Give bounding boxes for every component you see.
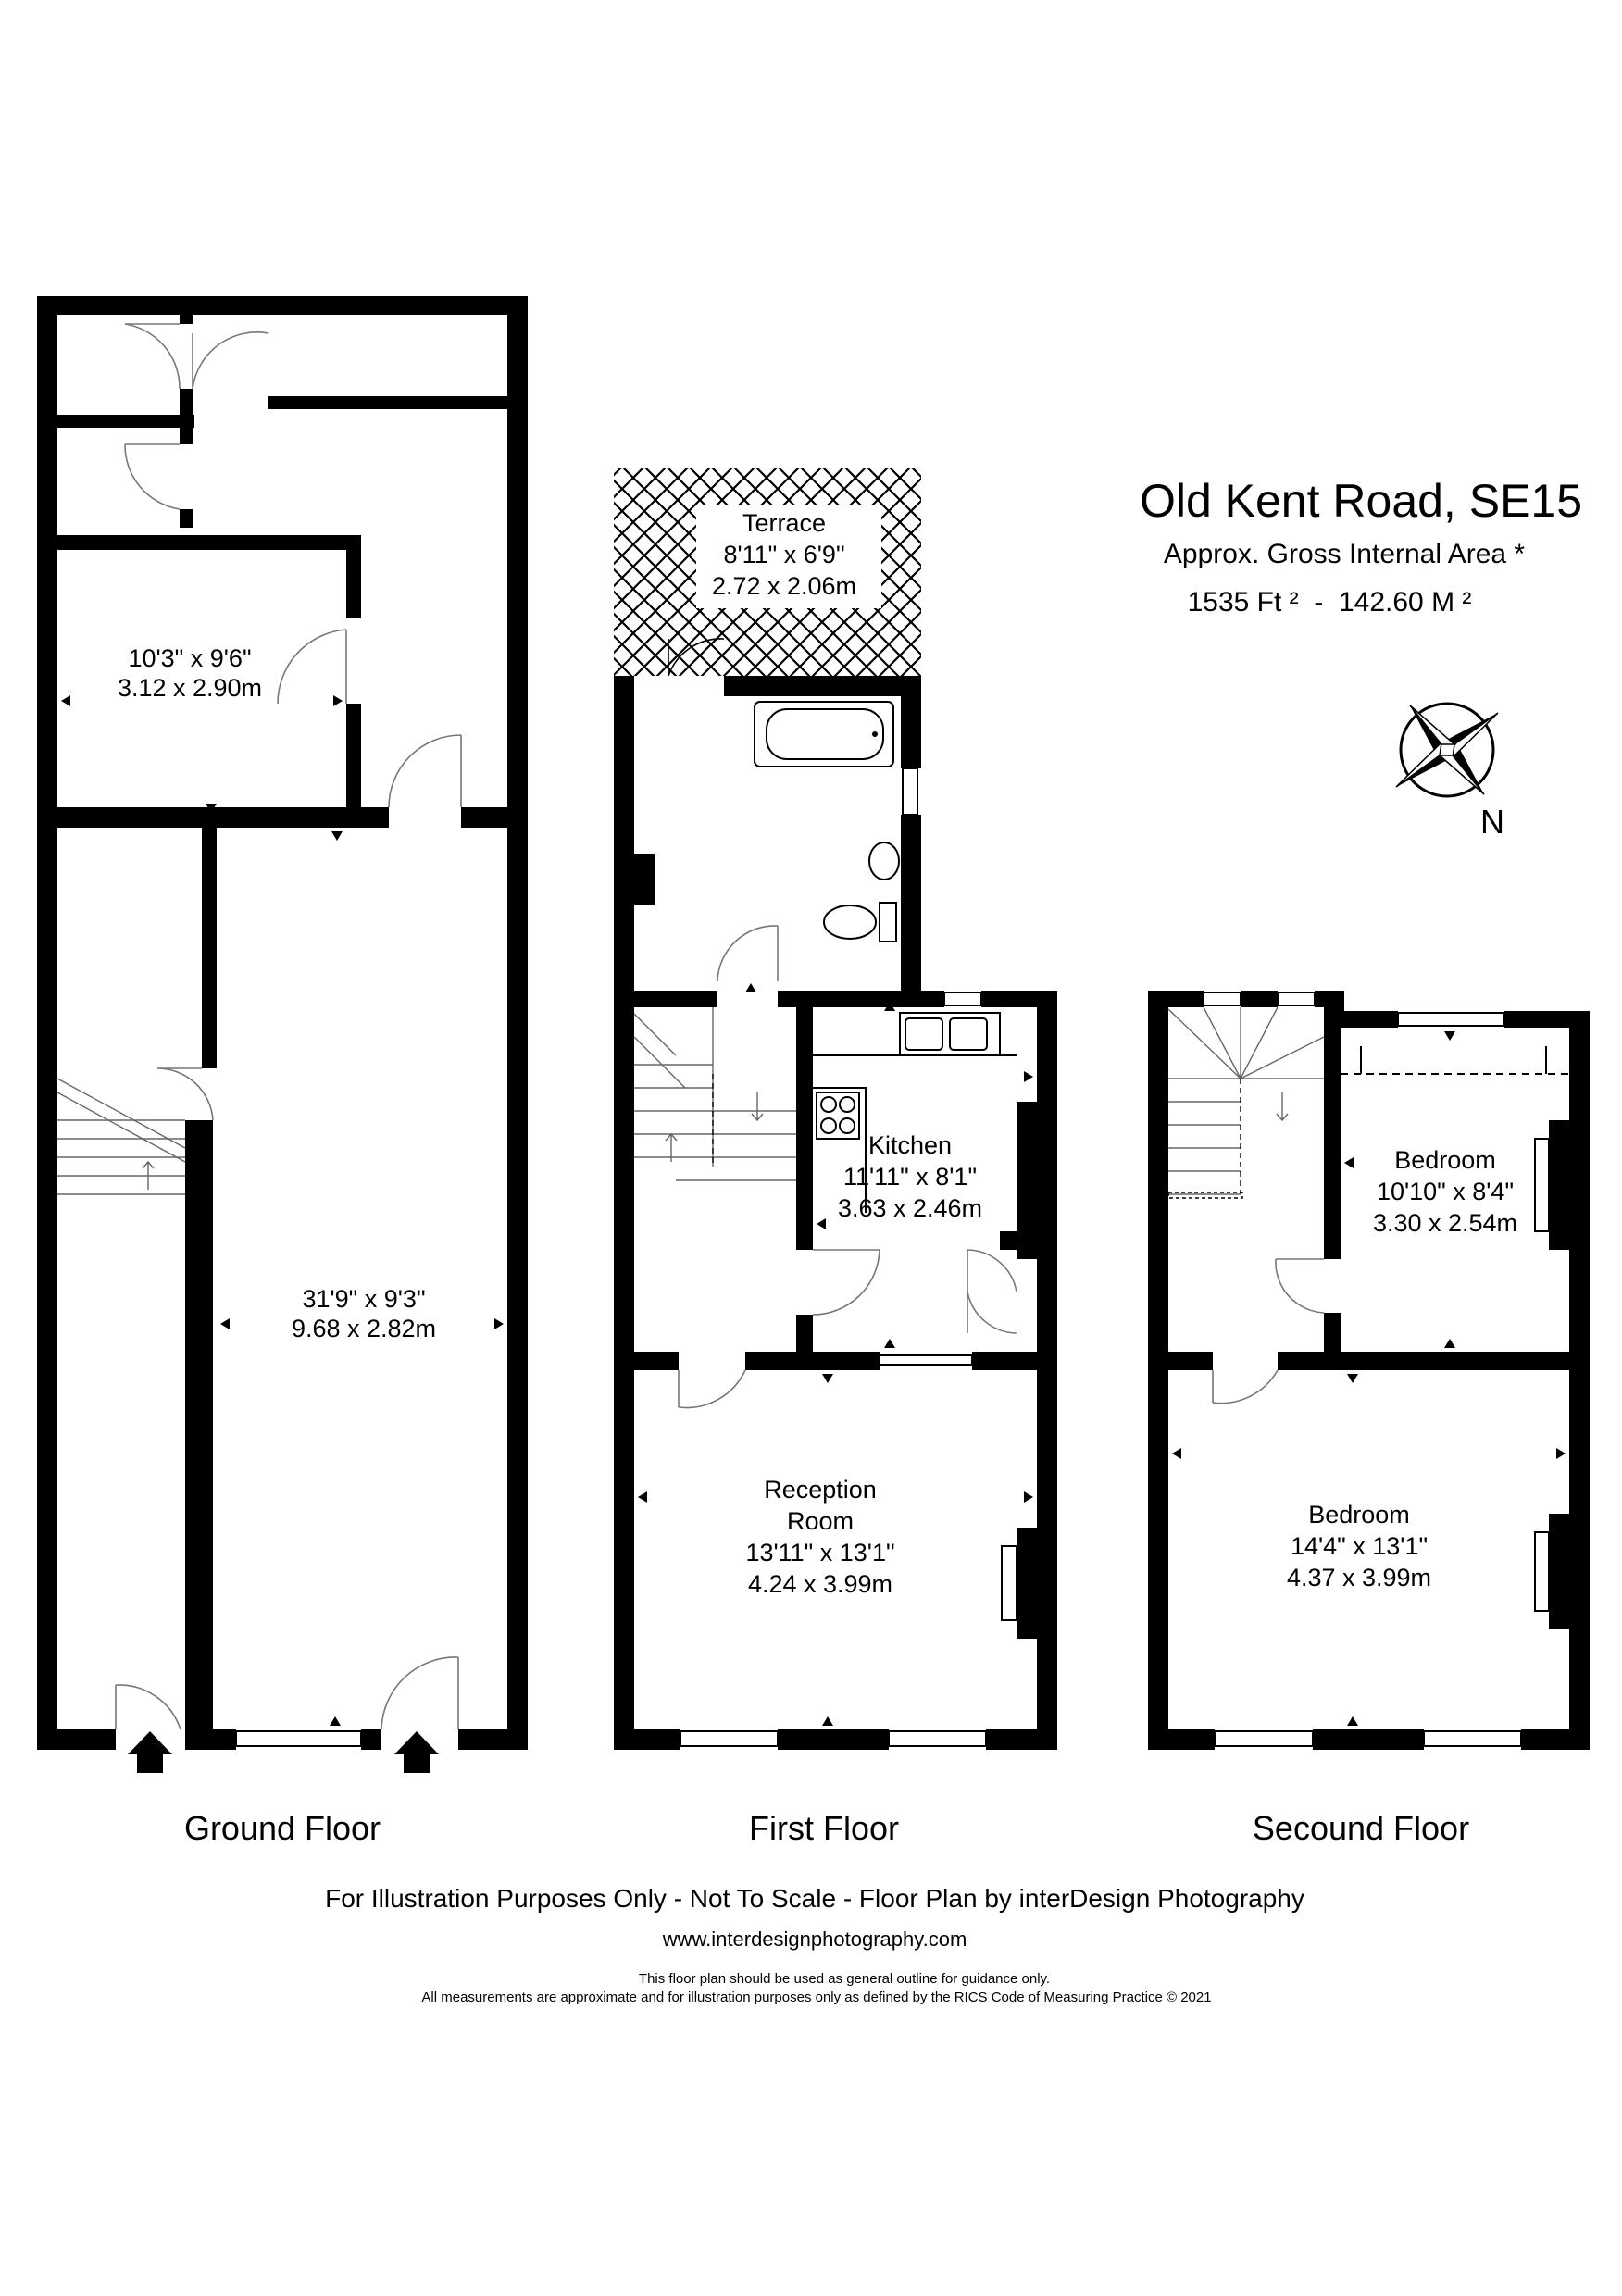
reception-name-line2: Room [787, 1507, 854, 1535]
first-floor-stairs [633, 1007, 796, 1181]
second-floor-plan: Bedroom 10'10" x 8'4" 3.30 x 2.54m Bedro… [1148, 991, 1590, 1750]
ground-main-imperial: 31'9" x 9'3" [302, 1285, 425, 1313]
compass-icon [1395, 702, 1499, 798]
footer-website: www.interdesignphotography.com [662, 1928, 967, 1951]
second-floor-stairs [1167, 1006, 1325, 1199]
property-title: Old Kent Road, SE15 [1140, 475, 1582, 527]
bedroom-large-name: Bedroom [1308, 1501, 1410, 1529]
first-floor-label: First Floor [749, 1809, 899, 1847]
footer-note-2: All measurements are approximate and for… [421, 1990, 1211, 2005]
bedroom-large-metric: 4.37 x 3.99m [1287, 1564, 1431, 1591]
second-floor-label: Secound Floor [1253, 1809, 1469, 1847]
ground-stairs [56, 1078, 186, 1195]
ground-store-metric: 3.12 x 2.90m [118, 674, 262, 702]
entrance-arrow-icon [394, 1731, 439, 1773]
bedroom-small-name: Bedroom [1394, 1146, 1496, 1174]
bedroom-large-imperial: 14'4" x 13'1" [1291, 1532, 1428, 1560]
reception-name-line1: Reception [764, 1476, 877, 1504]
compass-north-label: N [1480, 803, 1504, 841]
kitchen-imperial: 11'11" x 8'1" [843, 1163, 977, 1191]
reception-imperial: 13'11" x 13'1" [745, 1539, 894, 1566]
area-label: Approx. Gross Internal Area * [1164, 539, 1526, 569]
ground-floor-plan: 10'3" x 9'6" 3.12 x 2.90m 31'9" x 9'3" 9… [37, 296, 528, 1773]
bedroom-small-metric: 3.30 x 2.54m [1373, 1209, 1517, 1237]
ground-store-imperial: 10'3" x 9'6" [128, 644, 251, 672]
footer-disclaimer: For Illustration Purposes Only - Not To … [325, 1884, 1304, 1913]
entrance-arrow-icon [128, 1731, 172, 1773]
kitchen-metric: 3.63 x 2.46m [838, 1194, 982, 1222]
ground-main-metric: 9.68 x 2.82m [292, 1315, 436, 1342]
reception-metric: 4.24 x 3.99m [748, 1570, 892, 1598]
first-floor-plan: Terrace 8'11" x 6'9" 2.72 x 2.06m [614, 468, 1057, 1750]
ground-floor-label: Ground Floor [184, 1809, 381, 1847]
area-value: 1535 Ft ² - 142.60 M ² [1188, 587, 1472, 618]
footer-note-1: This floor plan should be used as genera… [639, 1971, 1050, 1987]
terrace-name: Terrace [742, 509, 826, 537]
kitchen-name: Kitchen [868, 1131, 952, 1159]
terrace-imperial: 8'11" x 6'9" [723, 541, 844, 568]
bedroom-small-imperial: 10'10" x 8'4" [1377, 1178, 1514, 1205]
terrace-metric: 2.72 x 2.06m [712, 572, 856, 600]
